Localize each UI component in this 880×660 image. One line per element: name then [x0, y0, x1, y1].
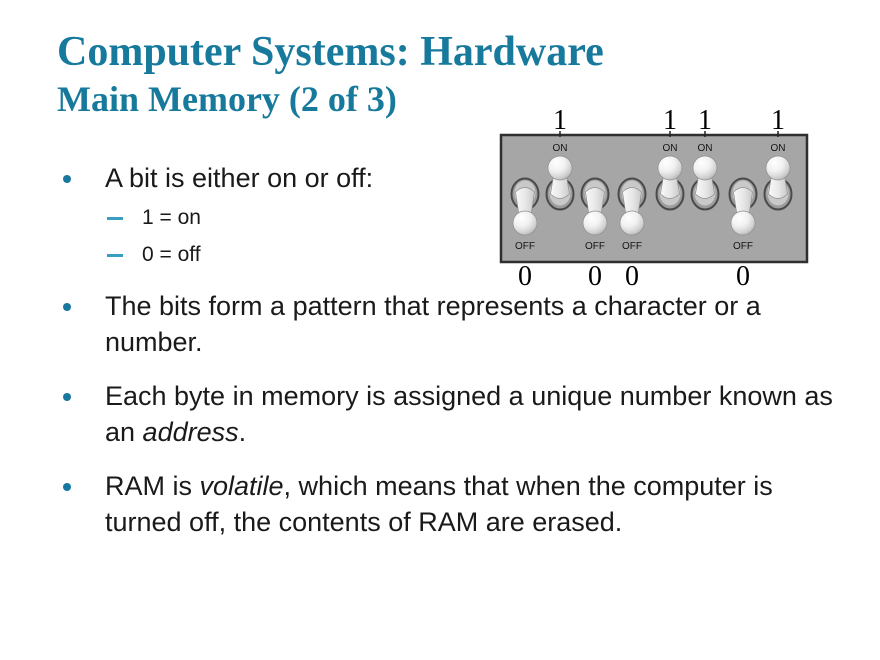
text-segment-italic: address: [142, 417, 239, 447]
toggle-switch-on: ON 1: [545, 105, 575, 211]
toggle-switch-on: ON 1: [763, 105, 793, 211]
bullet-text: Each byte in memory is assigned a unique…: [105, 378, 843, 450]
bullet-text: RAM is volatile, which means that when t…: [105, 468, 843, 540]
bullet-dash-icon: [107, 217, 123, 220]
toggle-switch-off: OFF 0: [728, 177, 758, 292]
text-segment: , which means that when the computer is …: [105, 471, 773, 537]
toggle-switch-on: ON 1: [690, 105, 720, 211]
slide-title: Computer Systems: Hardware: [57, 29, 604, 75]
toggle-switch-off: OFF 0: [617, 177, 647, 292]
sub-bullet-item: 1 = on: [107, 203, 742, 233]
off-label: OFF: [733, 241, 753, 252]
on-label: ON: [771, 143, 786, 154]
bit-label-1: 1: [553, 105, 567, 136]
on-label: ON: [663, 143, 678, 154]
bit-label-0: 0: [625, 261, 639, 292]
bullet-dot-icon: [63, 393, 71, 401]
bit-label-1: 1: [771, 105, 785, 136]
text-segment: Each byte in memory is assigned a unique…: [105, 381, 833, 447]
bullet-item: Each byte in memory is assigned a unique…: [63, 378, 843, 450]
off-label: OFF: [622, 241, 642, 252]
text-segment: .: [238, 417, 247, 447]
sub-bullet-text: 0 = off: [142, 243, 201, 266]
bullet-text: The bits form a pattern that represents …: [105, 291, 761, 357]
on-label: ON: [698, 143, 713, 154]
toggle-switch-off: OFF 0: [510, 177, 540, 292]
slide-subtitle: Main Memory (2 of 3): [57, 79, 397, 119]
bullet-item: A bit is either on or off:: [63, 160, 843, 196]
bit-label-0: 0: [518, 261, 532, 292]
off-label: OFF: [585, 241, 605, 252]
text-segment: RAM is: [105, 471, 200, 501]
bit-label-1: 1: [663, 105, 677, 136]
bullet-dot-icon: [63, 175, 71, 183]
off-label: OFF: [515, 241, 535, 252]
bullet-text: A bit is either on or off:: [105, 163, 374, 193]
bullet-item: The bits form a pattern that represents …: [63, 288, 843, 360]
on-label: ON: [553, 143, 568, 154]
bit-label-0: 0: [588, 261, 602, 292]
sub-bullet-text: 1 = on: [142, 206, 201, 229]
bullet-dash-icon: [107, 254, 123, 257]
toggle-switch-off: OFF 0: [580, 177, 610, 292]
toggle-switch-on: ON 1: [655, 105, 685, 211]
bullet-dot-icon: [63, 483, 71, 491]
text-segment-italic: volatile: [199, 471, 284, 501]
bullet-item: RAM is volatile, which means that when t…: [63, 468, 843, 540]
bit-label-1: 1: [698, 105, 712, 136]
bit-label-0: 0: [736, 261, 750, 292]
bullet-dot-icon: [63, 303, 71, 311]
sub-bullet-item: 0 = off: [107, 240, 742, 270]
